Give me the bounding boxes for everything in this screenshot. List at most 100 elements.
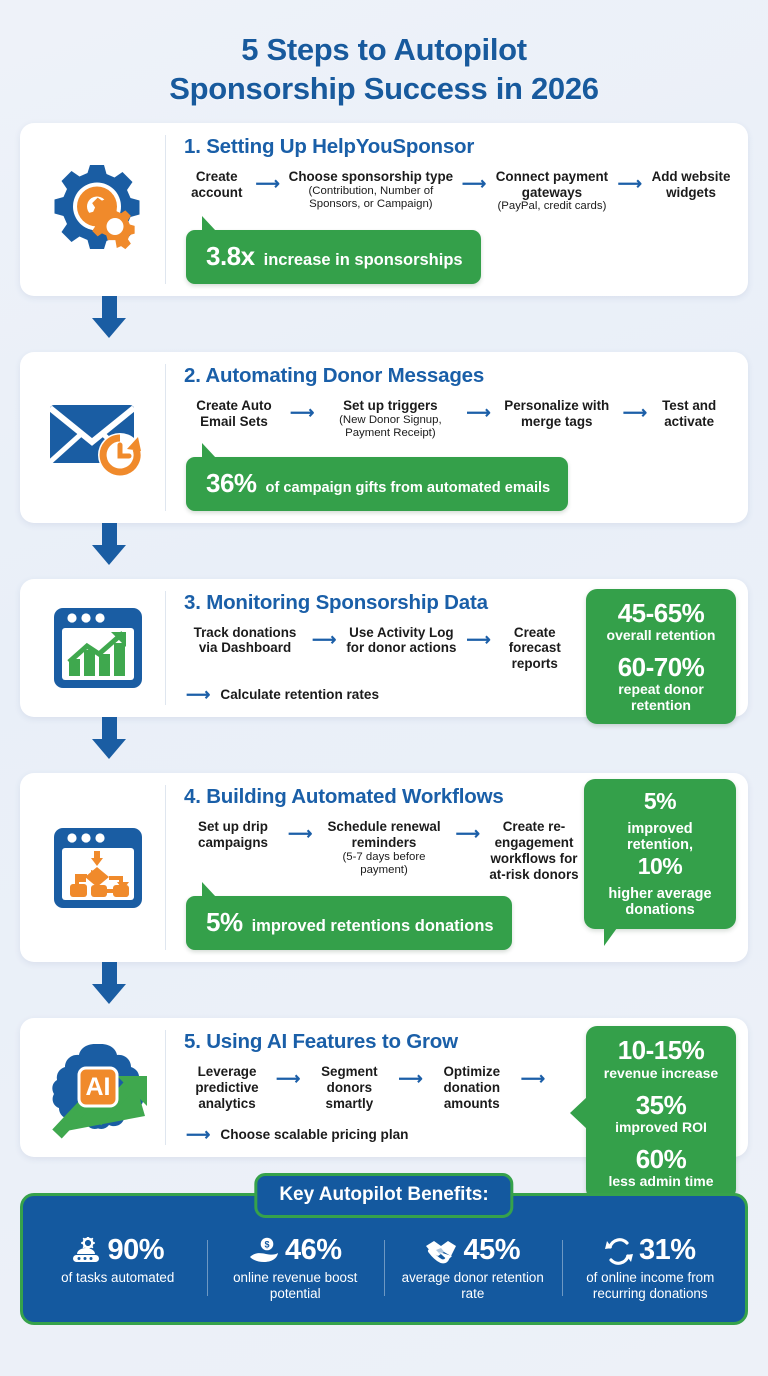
callout-label: increase in sponsorships bbox=[263, 250, 463, 269]
step-3-flow: Track donations via Dashboard ⟶ Use Acti… bbox=[184, 625, 584, 672]
stat-group: 10% higher average donations bbox=[594, 852, 726, 919]
step-5-icon-area: AI bbox=[30, 1030, 166, 1146]
arrow-right-icon: ⟶ bbox=[288, 824, 313, 844]
down-arrow-icon bbox=[92, 522, 126, 565]
callout-value: 3.8x bbox=[206, 240, 255, 271]
flow-step-main: Choose sponsorship type bbox=[288, 168, 454, 184]
callout-value: 5% bbox=[206, 907, 243, 938]
arrow-right-icon: ⟶ bbox=[398, 1069, 423, 1089]
callout-label: improved retentions donations bbox=[251, 917, 494, 936]
flow-step-main: Connect payment gateways bbox=[495, 168, 609, 200]
step-5-body: 5. Using AI Features to Grow Leverage pr… bbox=[166, 1026, 736, 1200]
step-5-statbox: 10-15% revenue increase 35% improved ROI… bbox=[570, 1026, 736, 1200]
benefit-label: average donor retention rate bbox=[401, 1270, 544, 1302]
down-arrow-icon bbox=[92, 717, 126, 760]
down-arrow-icon bbox=[92, 295, 126, 338]
flow-step-main: Track donations via Dashboard bbox=[193, 624, 297, 656]
benefits-section: Key Autopilot Benefits: 90% of tasks bbox=[20, 1173, 748, 1326]
benefits-title: Key Autopilot Benefits: bbox=[254, 1173, 514, 1219]
step-1-icon-area bbox=[30, 134, 166, 284]
benefit-head: 90% bbox=[35, 1234, 201, 1267]
step-2-callout: 36% of campaign gifts from automated ema… bbox=[186, 442, 569, 511]
page-title-line2: Sponsorship Success in 2026 bbox=[169, 71, 599, 107]
arrow-right-icon: ⟶ bbox=[461, 173, 487, 193]
arrow-right-icon: ⟶ bbox=[186, 684, 211, 704]
flow-step: Leverage predictive analytics bbox=[184, 1064, 270, 1111]
flow-step: Schedule renewal reminders (5-7 days bef… bbox=[318, 819, 449, 878]
step-3-icon-area bbox=[30, 590, 166, 706]
step-2-icon-area bbox=[30, 363, 166, 511]
step-3-statbox: 45-65% overall retention 60-70% repeat d… bbox=[586, 588, 736, 724]
arrow-right-icon: ⟶ bbox=[466, 629, 491, 649]
arrow-right-icon: ⟶ bbox=[520, 1069, 546, 1089]
step-4-banner-row: 5% improved retentions donations bbox=[184, 882, 734, 951]
flow-step-sub: (New Donor Signup, Payment Receipt) bbox=[339, 413, 442, 440]
stat-label: less admin time bbox=[608, 1172, 714, 1189]
step-4-callout: 5% improved retentions donations bbox=[186, 882, 512, 951]
benefit-value: 31% bbox=[638, 1234, 696, 1267]
flow-step-main: Add website widgets bbox=[651, 168, 731, 200]
flow-step: Create re-engagement workflows for at-ri… bbox=[486, 819, 582, 882]
benefit-value: 46% bbox=[284, 1234, 342, 1267]
stat-value: 45-65% bbox=[617, 597, 705, 628]
step-card-4: 4. Building Automated Workflows Set up d… bbox=[20, 773, 748, 963]
step-3-body: 3. Monitoring Sponsorship Data Track don… bbox=[166, 588, 736, 724]
gear-server-icon bbox=[73, 1236, 100, 1262]
recurring-arrows-icon bbox=[604, 1237, 633, 1265]
flow-step: Create Auto Email Sets bbox=[184, 398, 284, 430]
flow-step-main: Create forecast reports bbox=[508, 624, 561, 672]
flow-step-main: Personalize with merge tags bbox=[504, 397, 610, 429]
flow-step: Create account bbox=[184, 169, 249, 201]
arrow-right-icon: ⟶ bbox=[290, 402, 315, 422]
arrow-right-icon: ⟶ bbox=[186, 1124, 211, 1144]
step-card-2: 2. Automating Donor Messages Create Auto… bbox=[20, 351, 748, 523]
stat-group: 10-15% revenue increase bbox=[596, 1036, 726, 1081]
gears-icon bbox=[54, 165, 139, 250]
step-5-title: 5. Using AI Features to Grow bbox=[184, 1030, 458, 1054]
step-4-flow: Set up drip campaigns ⟶ Schedule renewal… bbox=[184, 819, 582, 882]
step-4-icon-area bbox=[30, 785, 166, 951]
handshake-icon bbox=[426, 1240, 457, 1264]
flow-step: Connect payment gateways (PayPal, credit… bbox=[492, 169, 611, 214]
stat-group: 5% improved retention, bbox=[594, 788, 726, 854]
flow-step: Set up drip campaigns bbox=[184, 819, 282, 851]
hand-coin-icon: $ bbox=[249, 1237, 278, 1262]
svg-text:AI: AI bbox=[85, 1073, 110, 1101]
connector-3-4 bbox=[20, 717, 748, 760]
callout-label: of campaign gifts from automated emails bbox=[265, 479, 551, 496]
benefit-value: 45% bbox=[463, 1234, 521, 1267]
flow-step: Segment donors smartly bbox=[306, 1064, 392, 1111]
step-1-body: 1. Setting Up HelpYouSponsor Create acco… bbox=[166, 135, 734, 284]
flow-step-main: Use Activity Log for donor actions bbox=[346, 624, 457, 656]
arrow-right-icon: ⟶ bbox=[455, 824, 480, 844]
benefit-value: 90% bbox=[107, 1234, 165, 1267]
flow-step: Create forecast reports bbox=[497, 625, 573, 672]
ai-brain-icon: AI bbox=[51, 1043, 147, 1139]
arrow-right-icon: ⟶ bbox=[312, 629, 337, 649]
step-2-flow: Create Auto Email Sets ⟶ Set up triggers… bbox=[184, 398, 734, 441]
stat-label: improved retention, bbox=[626, 820, 694, 854]
step-card-5: AI 5. Using AI Features to Grow Leverage… bbox=[20, 1018, 748, 1200]
benefit-item: 31% of online income from recurring dona… bbox=[561, 1234, 740, 1302]
page-title: 5 Steps to Autopilot Sponsorship Success… bbox=[20, 0, 748, 109]
step-3-extra-label: Calculate retention rates bbox=[220, 687, 380, 703]
flow-step-main: Create account bbox=[191, 168, 243, 200]
flow-step: Track donations via Dashboard bbox=[184, 625, 306, 657]
stat-value: 10% bbox=[637, 852, 683, 879]
stat-value: 5% bbox=[643, 788, 677, 815]
benefit-item: 90% of tasks automated bbox=[29, 1234, 207, 1302]
connector-4-5 bbox=[20, 962, 748, 1005]
step-5-extra-label: Choose scalable pricing plan bbox=[220, 1127, 409, 1143]
benefit-head: 45% bbox=[390, 1234, 556, 1267]
stat-label: overall retention bbox=[606, 626, 716, 643]
flow-step-main: Schedule renewal reminders bbox=[327, 819, 441, 851]
benefits-box: 90% of tasks automated $ 46% online reve… bbox=[20, 1193, 748, 1326]
arrow-right-icon: ⟶ bbox=[255, 173, 280, 193]
step-5-extra: ⟶ Choose scalable pricing plan bbox=[184, 1124, 734, 1145]
stat-label: improved ROI bbox=[615, 1118, 707, 1135]
dashboard-chart-icon bbox=[53, 607, 142, 688]
step-card-1: 1. Setting Up HelpYouSponsor Create acco… bbox=[20, 122, 748, 296]
step-3-extra: ⟶ Calculate retention rates bbox=[184, 684, 734, 705]
step-2-banner-row: 36% of campaign gifts from automated ema… bbox=[184, 442, 734, 511]
email-clock-icon bbox=[47, 405, 142, 478]
